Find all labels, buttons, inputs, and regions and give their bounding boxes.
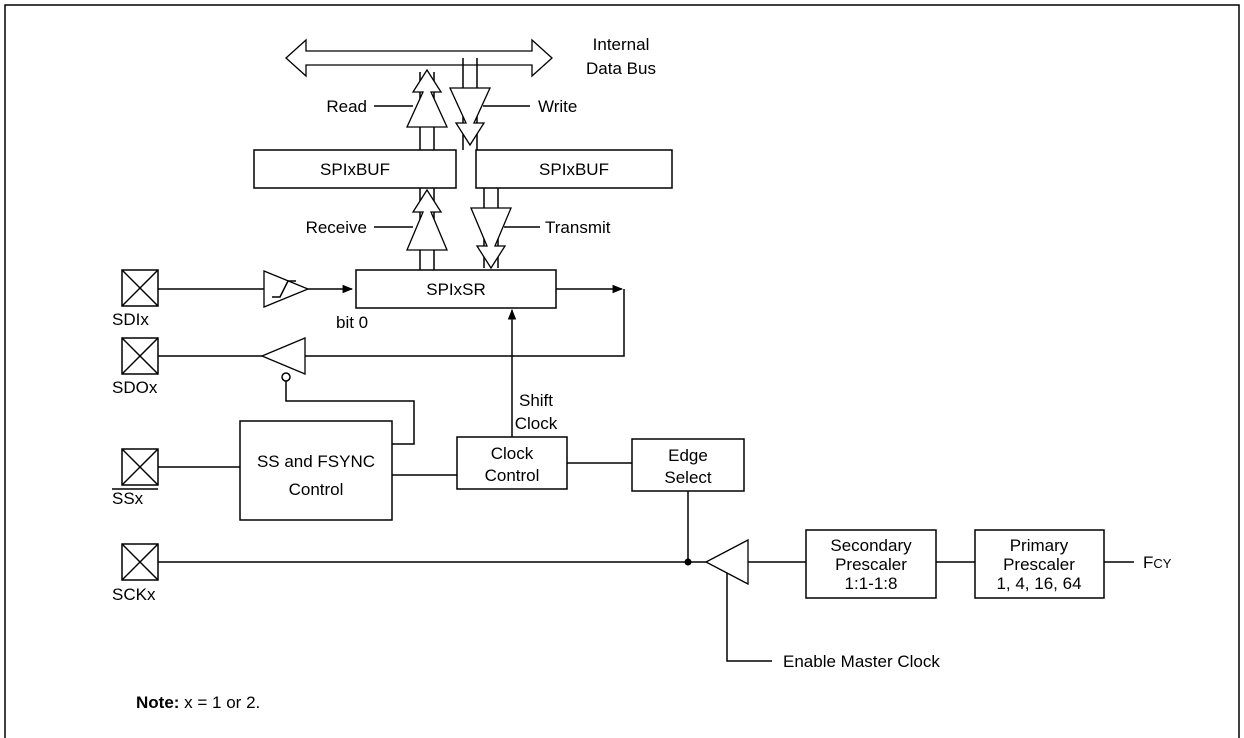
output-enable-wire	[285, 381, 415, 445]
ss-fsync-label-line1: SS and FSYNC	[257, 452, 375, 471]
secondary-prescaler-line2: Prescaler	[835, 555, 907, 574]
spibuf-write-label: SPIxBUF	[539, 160, 609, 179]
receive-label: Receive	[306, 218, 367, 237]
bus-label-line1: Internal	[593, 35, 650, 54]
edge-select-label-line2: Select	[664, 468, 712, 487]
secondary-prescaler-line3: 1:1-1:8	[845, 574, 898, 593]
sdi-pin-label: SDIx	[112, 310, 149, 329]
enable-master-clock-label: Enable Master Clock	[783, 652, 940, 671]
transmit-label: Transmit	[545, 218, 611, 237]
figure-frame	[4, 4, 1240, 738]
clock-control-label-line1: Clock	[491, 444, 534, 463]
clock-control-block	[456, 436, 568, 490]
primary-prescaler-line1: Primary	[1010, 536, 1069, 555]
enable-master-clock-wire	[726, 573, 772, 662]
shift-clock-label-line1: Shift	[519, 391, 553, 410]
write-label: Write	[538, 97, 577, 116]
spibuf-write-block	[475, 149, 673, 189]
clock-control-label-line2: Control	[485, 466, 540, 485]
read-buffer-arrow	[405, 68, 449, 128]
transmit-buffer-arrow	[470, 207, 512, 270]
bus-label-line2: Data Bus	[586, 59, 656, 78]
sck-junction-dot	[684, 558, 692, 566]
ss-fsync-control-block	[239, 420, 393, 521]
edge-select-label-line1: Edge	[668, 446, 708, 465]
read-label: Read	[326, 97, 367, 116]
spibuf-read-label: SPIxBUF	[320, 160, 390, 179]
ss-pin-label: SSx	[112, 489, 144, 508]
ss-fsync-label-line2: Control	[289, 480, 344, 499]
output-enable-inverter-bubble	[281, 372, 291, 382]
write-buffer-arrow	[448, 87, 492, 147]
shift-clock-label-line2: Clock	[515, 414, 558, 433]
secondary-prescaler-line1: Secondary	[830, 536, 912, 555]
sdo-pin-label: SDOx	[112, 378, 158, 397]
secondary-prescaler-block	[805, 529, 937, 599]
primary-prescaler-line3: 1, 4, 16, 64	[996, 574, 1081, 593]
schmitt-trigger-symbol	[272, 280, 296, 298]
fcy-label: FCY	[1143, 553, 1172, 572]
note-text: Note: x = 1 or 2.	[136, 693, 260, 712]
spibuf-read-block	[253, 149, 457, 189]
edge-select-block	[631, 438, 745, 492]
primary-prescaler-block	[974, 529, 1105, 599]
sdo-feedback-wire	[305, 289, 625, 357]
schmitt-buffer-icon	[263, 270, 310, 308]
internal-data-bus-arrow	[285, 38, 553, 78]
bit0-label: bit 0	[336, 313, 368, 332]
receive-buffer-arrow	[406, 188, 448, 251]
sdo-output-buffer-icon	[260, 337, 306, 375]
spisr-label: SPIxSR	[426, 280, 486, 299]
spisr-block	[355, 269, 557, 309]
primary-prescaler-line2: Prescaler	[1003, 555, 1075, 574]
sck-pin-label: SCKx	[112, 585, 156, 604]
